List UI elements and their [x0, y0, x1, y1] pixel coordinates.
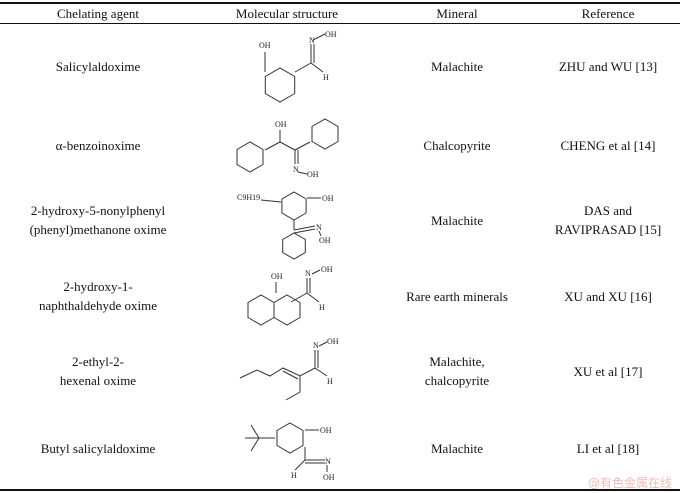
atom-label: OH — [321, 265, 333, 274]
header-reference: Reference — [581, 5, 635, 21]
mineral-cell: Malachite — [378, 182, 536, 258]
atom-label: OH — [320, 426, 332, 435]
atom-label: N — [309, 36, 315, 45]
mineral-text: Chalcopyrite — [423, 137, 491, 153]
structure-salicylaldoxime: OH N OH H — [259, 30, 337, 103]
agent-text: (phenyl)methanone oxime — [29, 222, 167, 237]
mineral-text: Malachite — [431, 212, 483, 228]
watermark: @有色金属在线 — [587, 476, 672, 490]
reference-text: CHENG et al [14] — [560, 137, 656, 153]
reference-cell: ZHU and WU [13] — [536, 24, 680, 108]
atom-label: OH — [323, 473, 335, 482]
reference-text: DAS and — [583, 203, 633, 218]
atom-label: N — [316, 223, 322, 232]
atom-label: OH — [271, 272, 283, 281]
mineral-text: chalcopyrite — [424, 373, 490, 388]
mineral-text: Rare earth minerals — [406, 288, 508, 304]
agent-cell: Salicylaldoxime — [0, 24, 196, 108]
benzene-ring — [247, 294, 275, 326]
top-rule — [0, 2, 680, 4]
reference-text: ZHU and WU [13] — [558, 58, 658, 74]
benzene-ring — [276, 422, 304, 454]
atom-label: OH — [259, 41, 271, 50]
header-rule — [0, 23, 680, 24]
benzene-ring — [311, 118, 339, 150]
structure-naphthaldehyde-oxime: OH N OH H — [247, 265, 333, 326]
reference-text: XU et al [17] — [573, 363, 643, 379]
reference-cell: XU et al [17] — [536, 334, 680, 408]
benzene-ring — [273, 294, 301, 326]
agent-text: Butyl salicylaldoxime — [40, 440, 156, 456]
benzene-ring — [236, 141, 264, 173]
agent-text: 2-ethyl-2- — [72, 354, 124, 369]
reference-text: LI et al [18] — [576, 440, 640, 456]
agent-text: α-benzoinoxime — [55, 137, 141, 153]
agent-cell: Butyl salicylaldoxime — [0, 408, 196, 488]
structure-benzoinoxime: OH N OH — [236, 118, 339, 179]
benzene-ring — [264, 67, 296, 103]
benzene-ring — [281, 191, 307, 221]
reference-text: XU and XU [16] — [564, 288, 652, 304]
mineral-cell: Malachite, chalcopyrite — [378, 334, 536, 408]
mineral-cell: Rare earth minerals — [378, 258, 536, 334]
mineral-cell: Malachite — [378, 408, 536, 488]
bottom-rule — [0, 489, 680, 491]
reference-text: RAVIPRASAD [15] — [554, 222, 662, 237]
atom-label: H — [327, 377, 333, 386]
reference-cell: CHENG et al [14] — [536, 108, 680, 182]
benzene-ring — [282, 232, 306, 260]
atom-label: N — [305, 269, 311, 278]
atom-label: OH — [325, 30, 337, 39]
agent-cell: α-benzoinoxime — [0, 108, 196, 182]
agent-text: naphthaldehyde oxime — [38, 298, 158, 313]
atom-label: C9H19 — [237, 193, 260, 202]
mineral-cell: Malachite — [378, 24, 536, 108]
mineral-text: Malachite — [431, 440, 483, 456]
agent-cell: 2-ethyl-2- hexenal oxime — [0, 334, 196, 408]
atom-label: OH — [327, 337, 339, 346]
header-mineral: Mineral — [436, 5, 478, 21]
atom-label: H — [323, 73, 329, 82]
atom-label: N — [293, 165, 299, 174]
header-chelating-agent: Chelating agent — [57, 5, 139, 21]
atom-label: N — [325, 457, 331, 466]
mineral-cell: Chalcopyrite — [378, 108, 536, 182]
agent-text: 2-hydroxy-5-nonylphenyl — [30, 203, 166, 218]
atom-label: OH — [275, 120, 287, 129]
structure-ethyl-hexenal-oxime: N OH H — [239, 337, 339, 401]
atom-label: OH — [322, 194, 334, 203]
header-molecular-structure: Molecular structure — [235, 5, 339, 21]
atom-label: OH — [319, 236, 331, 245]
reference-cell: LI et al [18] — [536, 408, 680, 488]
atom-label: OH — [307, 170, 319, 179]
agent-text: 2-hydroxy-1- — [63, 279, 133, 294]
agent-cell: 2-hydroxy-5-nonylphenyl (phenyl)methanone… — [0, 182, 196, 258]
atom-label: H — [319, 303, 325, 312]
agent-cell: 2-hydroxy-1- naphthaldehyde oxime — [0, 258, 196, 334]
agent-text: Salicylaldoxime — [55, 58, 141, 74]
atom-label: H — [291, 471, 297, 480]
atom-label: N — [313, 341, 319, 350]
mineral-text: Malachite, — [429, 354, 485, 369]
reference-cell: XU and XU [16] — [536, 258, 680, 334]
mineral-text: Malachite — [431, 58, 483, 74]
agent-text: hexenal oxime — [59, 373, 137, 388]
structure-butyl-salicylaldoxime: OH N OH H — [245, 422, 335, 482]
